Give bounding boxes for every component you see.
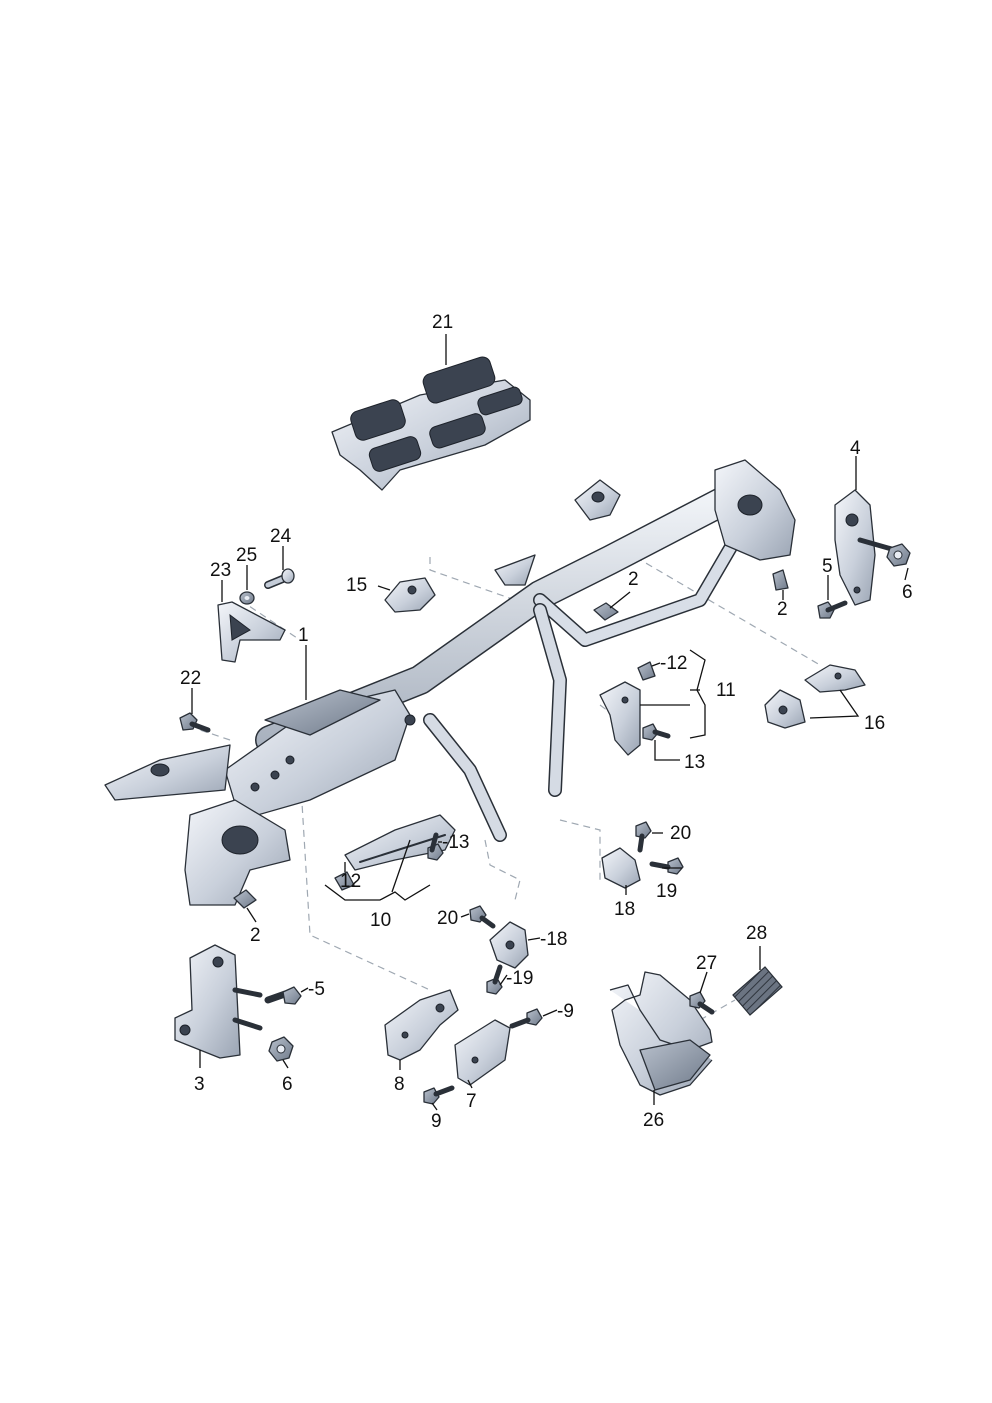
callout-21: 21 (432, 312, 453, 333)
air-duct-part-21 (331, 356, 531, 491)
bracket-part-23 (217, 601, 286, 663)
callout-25: 25 (236, 545, 257, 566)
bracket-part-4 (834, 489, 898, 606)
clip-part-2-center (593, 602, 619, 621)
callout-2-center: 2 (628, 569, 639, 590)
nut-part-6-upper (886, 543, 911, 567)
callout-19-center: -19 (506, 968, 533, 989)
leader-lines (191, 334, 909, 1111)
callout-5-upper: 5 (822, 556, 833, 577)
bolt-part-19-center (486, 964, 503, 995)
bolt-part-20-center (469, 905, 496, 929)
callout-13-right: 13 (684, 752, 705, 773)
bolt-part-5-lower (264, 986, 302, 1005)
bolt-part-5-upper (817, 600, 848, 619)
bracket-part-8 (384, 989, 459, 1061)
pad-part-28 (732, 966, 783, 1016)
plate-part-7 (454, 1019, 511, 1086)
bolt-part-24 (264, 568, 295, 589)
callout-18-right: 18 (614, 899, 635, 920)
cross-member-part-1 (104, 459, 796, 906)
callout-9-left: 9 (431, 1111, 442, 1132)
bracket-part-3 (174, 944, 263, 1059)
bracket-part-18-right (601, 847, 641, 889)
callout-20-center: 20 (437, 908, 458, 929)
callout-9-right: -9 (557, 1001, 574, 1022)
callout-22: 22 (180, 668, 201, 689)
callout-5-lower: -5 (308, 979, 325, 1000)
callout-6-upper: 6 (902, 582, 913, 603)
callout-18-center: -18 (540, 929, 567, 950)
callout-19-right: 19 (656, 881, 677, 902)
bolt-part-9-right (509, 1008, 543, 1029)
clip-part-12-upper (637, 661, 656, 681)
callout-23: 23 (210, 560, 231, 581)
bracket-part-18-center (489, 921, 529, 969)
callout-13-lower: -13 (442, 832, 469, 853)
callout-20-right: 20 (670, 823, 691, 844)
callout-labels: 21 4 5 6 2 2 24 25 23 15 1 22 -12 11 16 … (180, 312, 913, 1132)
callout-1: 1 (298, 625, 309, 646)
callout-8: 8 (394, 1074, 405, 1095)
callout-2-right: 2 (777, 599, 788, 620)
callout-11: 11 (716, 680, 736, 701)
bracket-part-16 (764, 664, 866, 729)
bracket-part-10 (344, 814, 456, 871)
bolt-part-13-lower (427, 832, 444, 861)
bolt-part-27 (689, 991, 715, 1015)
bracket-part-15 (384, 577, 436, 613)
bolt-part-22 (179, 712, 211, 733)
callout-10: 10 (370, 910, 391, 931)
callout-12-upper: -12 (660, 653, 687, 674)
bracket-part-26 (609, 971, 713, 1096)
nut-part-6-lower (268, 1036, 294, 1062)
callout-24: 24 (270, 526, 292, 547)
bracket-part-11 (599, 681, 641, 756)
callout-12-lower: 12 (340, 871, 361, 892)
bolt-part-20-right (635, 821, 652, 853)
clip-part-2-right (772, 569, 789, 591)
bolt-part-13-right (642, 723, 671, 741)
bolt-part-19-right (649, 857, 684, 875)
clip-part-12-lower (334, 871, 355, 891)
callout-15: 15 (346, 575, 367, 596)
callout-28: 28 (746, 923, 767, 944)
clip-part-2-left (233, 889, 257, 909)
washer-part-25 (239, 591, 255, 605)
callout-7: 7 (466, 1091, 477, 1112)
callout-3: 3 (194, 1074, 205, 1095)
callout-16: 16 (864, 713, 885, 734)
callout-26: 26 (643, 1110, 664, 1131)
callout-2-left: 2 (250, 925, 261, 946)
callout-4: 4 (850, 438, 861, 459)
callout-6-lower: 6 (282, 1074, 293, 1095)
callout-27: 27 (696, 953, 717, 974)
bolt-part-9-left (423, 1085, 455, 1105)
